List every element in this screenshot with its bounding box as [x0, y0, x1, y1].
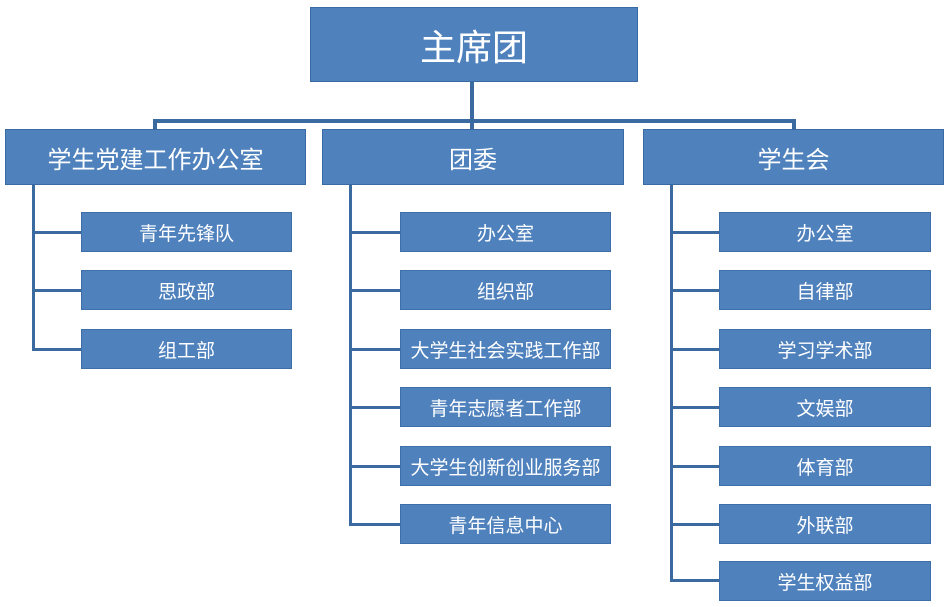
- sub-node: 思政部: [81, 270, 292, 310]
- sub-node: 学生权益部: [719, 561, 931, 601]
- branch-line: [349, 348, 400, 351]
- branch-line: [349, 523, 400, 526]
- root-connector-vertical: [470, 82, 474, 122]
- branch-line: [349, 231, 400, 234]
- sub-node: 组工部: [81, 329, 292, 369]
- dept-connector-0: [153, 119, 157, 129]
- branch-line: [32, 348, 81, 351]
- branch-line: [349, 289, 400, 292]
- dept-connector-2: [792, 119, 796, 129]
- root-connector-horizontal: [153, 119, 796, 123]
- sub-node: 学习学术部: [719, 329, 931, 369]
- branch-line: [349, 465, 400, 468]
- sub-node: 外联部: [719, 504, 931, 544]
- department-student-union: 学生会: [643, 129, 944, 185]
- branch-line: [32, 289, 81, 292]
- branch-line: [670, 465, 719, 468]
- department-student-party-office: 学生党建工作办公室: [5, 129, 306, 185]
- sub-node: 青年先锋队: [81, 212, 292, 252]
- sub-node: 青年志愿者工作部: [400, 387, 611, 427]
- branch-line: [32, 231, 81, 234]
- sub-node: 组织部: [400, 270, 611, 310]
- sub-node: 大学生社会实践工作部: [400, 329, 611, 369]
- branch-line: [670, 348, 719, 351]
- sub-node: 办公室: [719, 212, 931, 252]
- sub-node: 自律部: [719, 270, 931, 310]
- dept-connector-1: [470, 119, 474, 129]
- branch-line: [670, 231, 719, 234]
- trunk-line-0: [32, 185, 35, 351]
- sub-node: 体育部: [719, 446, 931, 486]
- sub-node: 青年信息中心: [400, 504, 611, 544]
- sub-node: 办公室: [400, 212, 611, 252]
- sub-node: 文娱部: [719, 387, 931, 427]
- trunk-line-2: [670, 185, 673, 582]
- department-youth-league: 团委: [322, 129, 624, 185]
- root-node: 主席团: [310, 7, 638, 82]
- branch-line: [670, 406, 719, 409]
- sub-node: 大学生创新创业服务部: [400, 446, 611, 486]
- branch-line: [670, 523, 719, 526]
- branch-line: [349, 406, 400, 409]
- trunk-line-1: [349, 185, 352, 526]
- branch-line: [670, 289, 719, 292]
- branch-line: [670, 579, 719, 582]
